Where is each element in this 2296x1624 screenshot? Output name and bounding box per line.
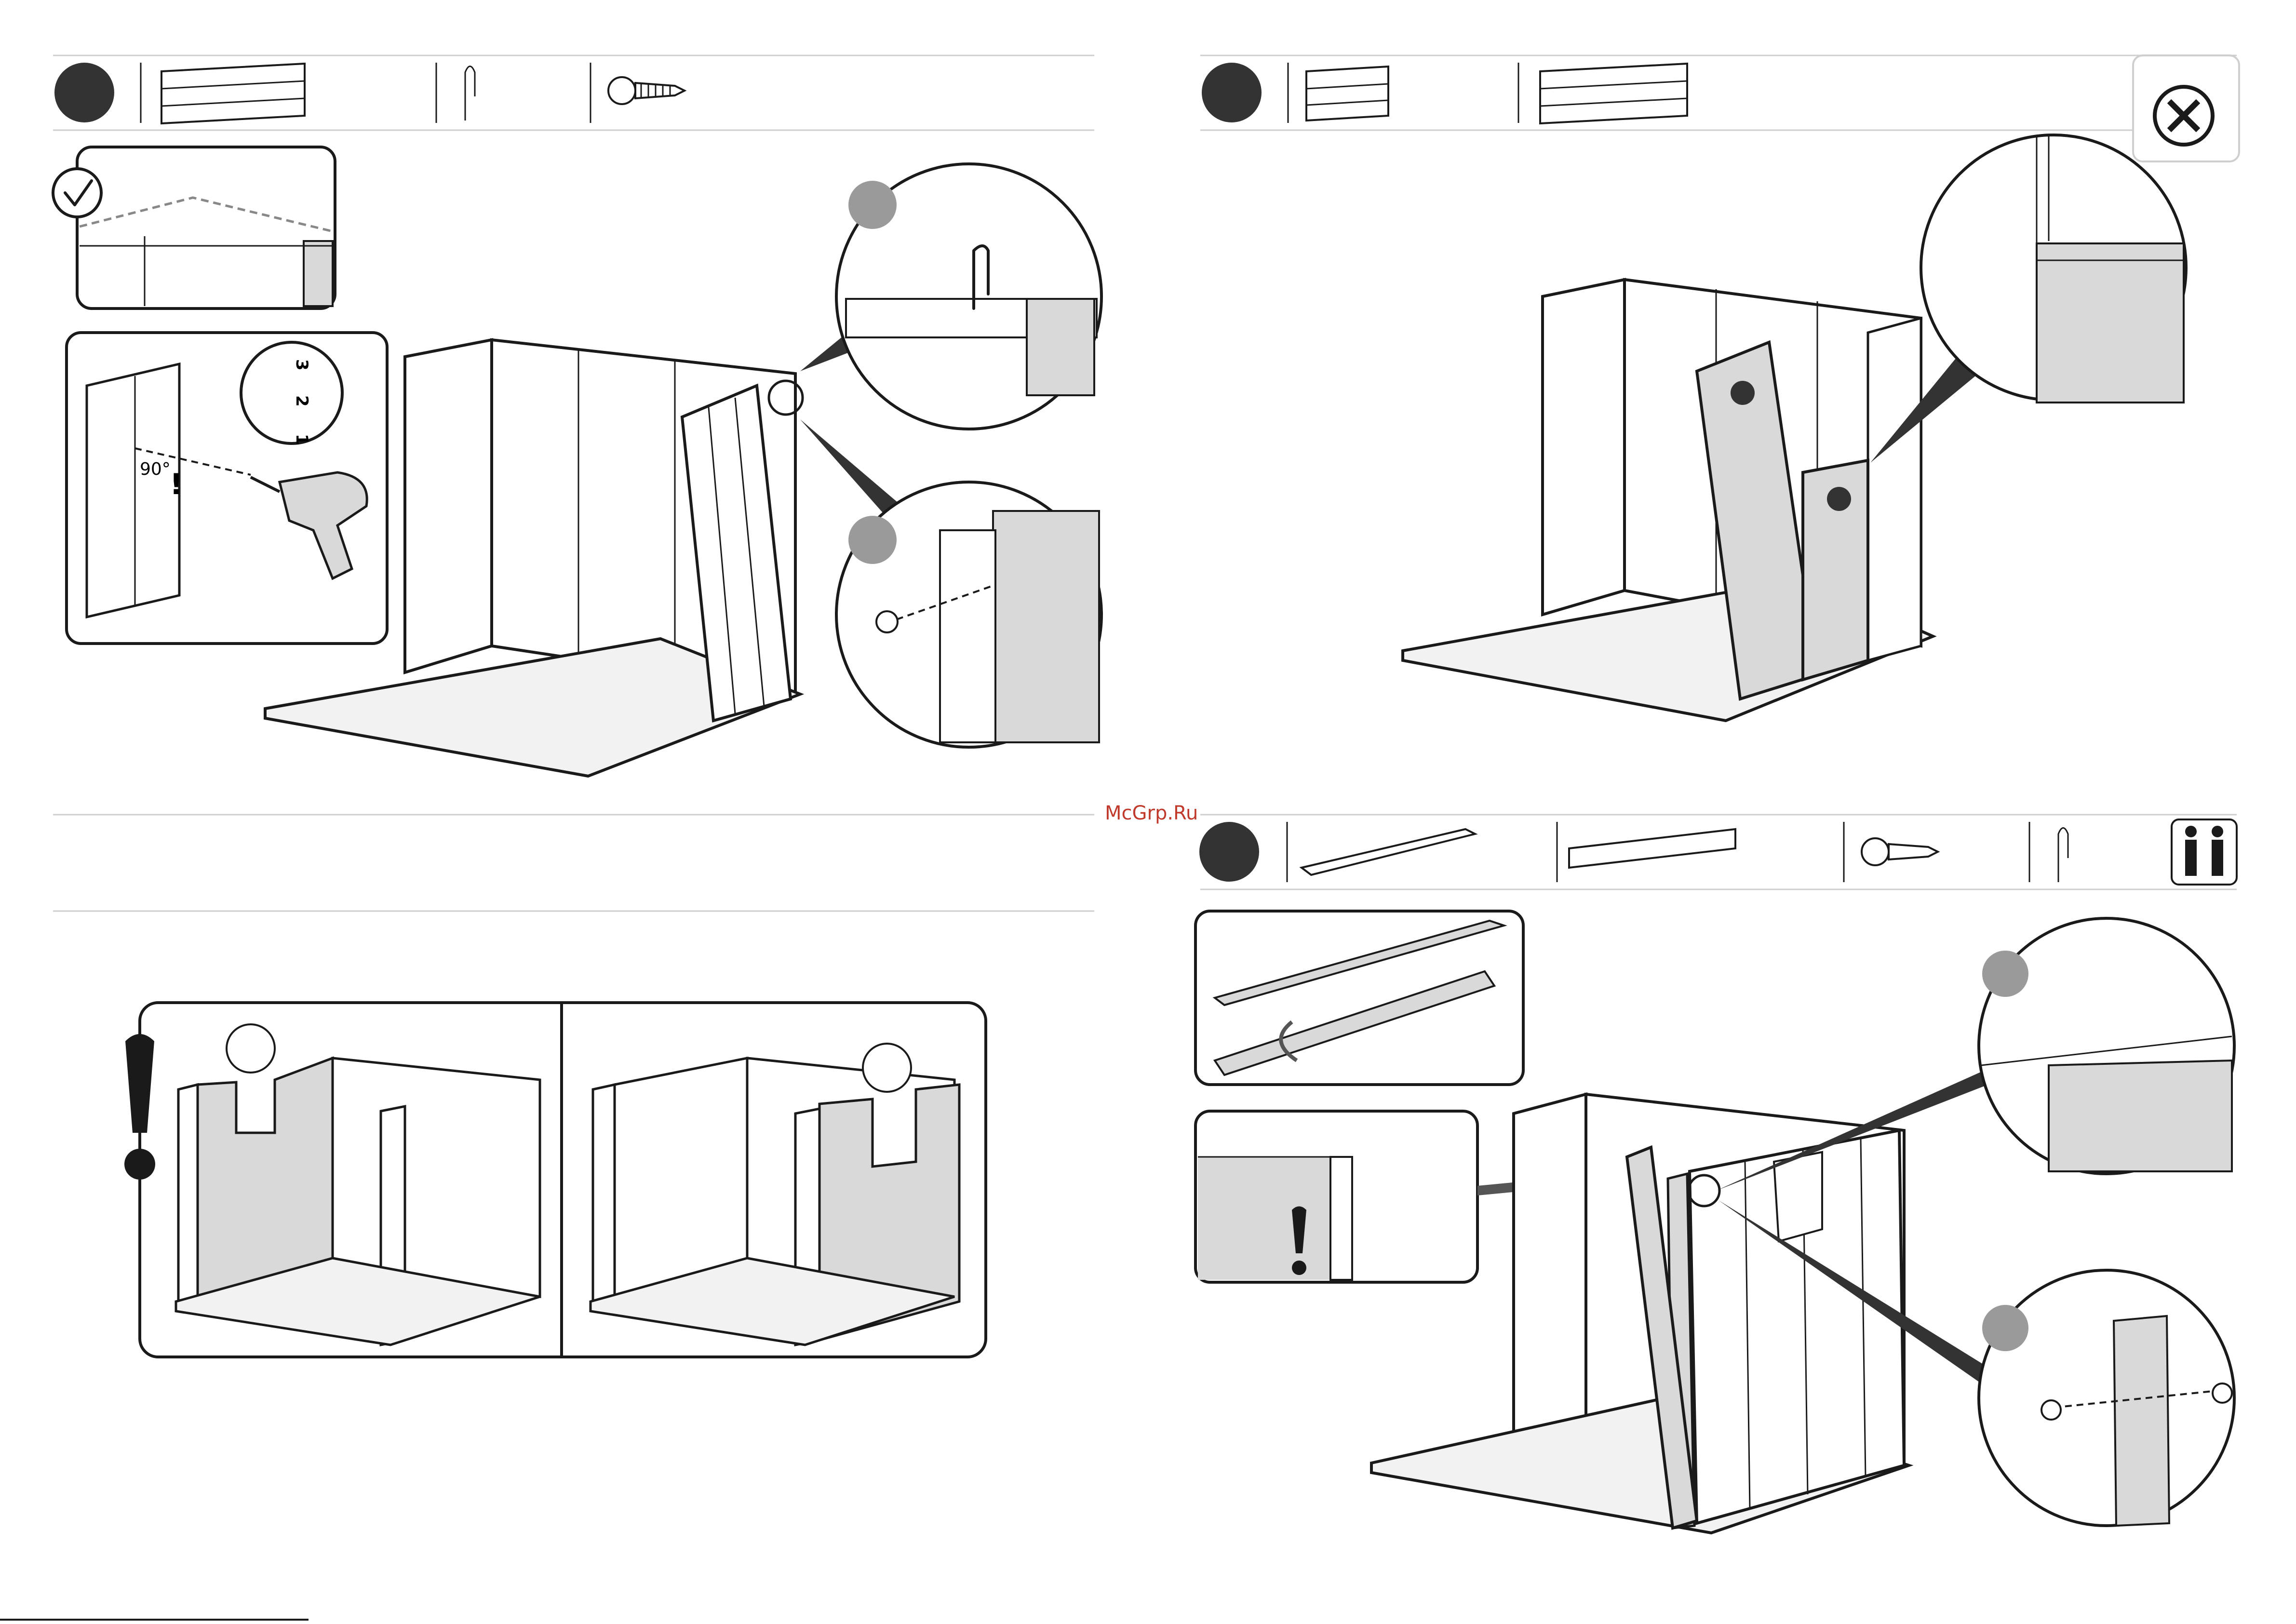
callout-badge	[848, 516, 897, 564]
step-number-badge	[1202, 63, 1262, 122]
step-bottom-right	[1195, 815, 2237, 1533]
wrong-wall-orientation-right	[591, 1044, 959, 1345]
callout-badge	[1982, 951, 2028, 997]
step-top-left: 90° ! 1 2 3	[53, 55, 1101, 776]
screw-detail-callout	[800, 419, 1101, 747]
screw-part	[1862, 838, 1938, 865]
check-icon	[53, 169, 101, 217]
profile-strip-part	[1302, 829, 1475, 875]
clip-detail-callout	[800, 164, 1101, 429]
long-bar-part	[1569, 829, 1735, 868]
step-number-badge	[54, 63, 114, 122]
callout-badge	[848, 181, 897, 229]
wall-panel-short-part	[1306, 67, 1388, 121]
wall-panel-long-part	[1540, 64, 1687, 123]
clip-part	[2058, 828, 2068, 883]
joint-warning-inset	[1195, 1111, 1477, 1282]
note-bottom-left	[53, 815, 1094, 1357]
depth-3-label: 3	[292, 359, 311, 371]
wall-panel-part	[161, 64, 305, 123]
step-top-right	[1200, 55, 2239, 721]
top-joint-callout	[1870, 135, 2186, 463]
check-detail-inset	[53, 147, 335, 309]
no-screw-icon	[2133, 55, 2239, 161]
angle-label: 90°	[140, 459, 171, 479]
depth-2-label: 2	[292, 395, 311, 407]
screw-part	[608, 77, 685, 104]
drill-detail-inset: 90° ! 1 2 3	[67, 333, 387, 644]
step-number-badge	[1199, 822, 1259, 882]
watermark-text: McGrp.Ru	[1105, 802, 1198, 824]
two-people-icon	[2172, 819, 2237, 885]
profile-rotation-inset	[1195, 911, 1523, 1085]
clip-part	[465, 67, 475, 121]
warning-mark: !	[170, 468, 183, 501]
depth-1-label: 1	[292, 434, 311, 445]
callout-badge	[1982, 1305, 2028, 1351]
shed-back-walls	[1403, 280, 1933, 721]
